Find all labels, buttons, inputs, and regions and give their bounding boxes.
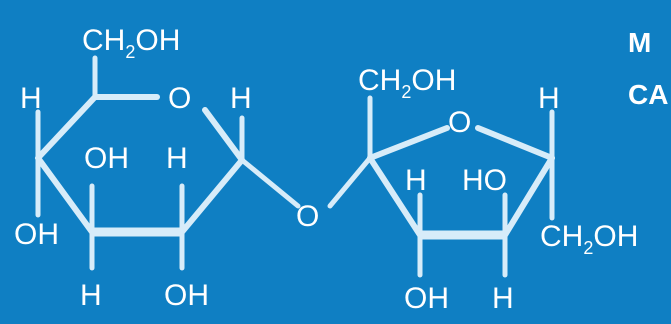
atom-h-c4prime: H — [492, 282, 514, 315]
fructose-ring — [327, 95, 555, 278]
atom-oh-c3: OH — [84, 142, 129, 175]
atom-oh-c4: OH — [14, 218, 59, 251]
side-label-line-1: M — [628, 27, 651, 58]
atom-glycosidic-oxygen: O — [296, 200, 319, 233]
atom-h-c1: H — [230, 82, 252, 115]
atom-ch2oh-c6prime: CH2OH — [540, 220, 638, 258]
atom-ch2oh-c1prime: CH2OH — [358, 64, 456, 102]
atom-h-c5: H — [20, 82, 42, 115]
atom-ring-oxygen-left: O — [168, 82, 191, 115]
side-label-line-2: CA — [628, 79, 668, 110]
atom-ho-c4prime: HO — [462, 164, 507, 197]
atom-ch2oh-c6: CH2OH — [82, 24, 180, 62]
glucose-ring — [35, 55, 301, 271]
atom-h-c3: H — [80, 279, 102, 312]
atom-h-c2: H — [166, 142, 188, 175]
bond — [35, 94, 245, 235]
bond — [475, 125, 555, 161]
bond — [327, 155, 373, 209]
atom-ring-oxygen-right: O — [448, 106, 471, 139]
bond — [367, 155, 555, 238]
bond — [239, 157, 301, 209]
atom-oh-c3prime: OH — [404, 282, 449, 315]
atom-h-c5prime: H — [538, 82, 560, 115]
bond — [367, 125, 450, 161]
atom-oh-c2: OH — [164, 279, 209, 312]
atom-h-c3prime: H — [405, 164, 427, 197]
